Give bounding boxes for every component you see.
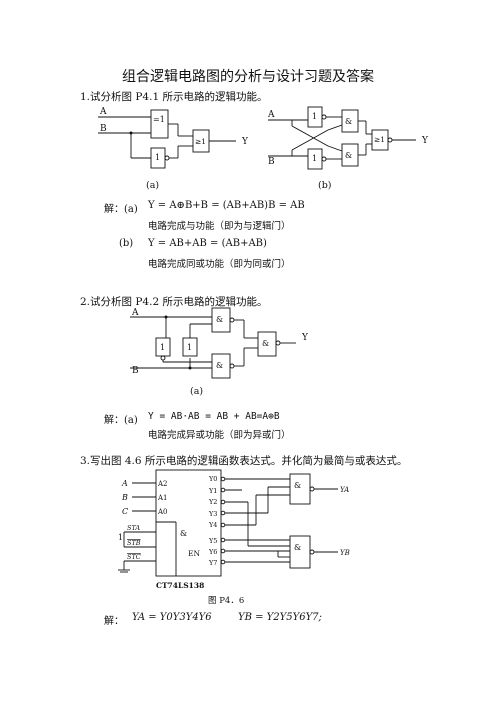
xor-gate-label: =1 bbox=[153, 115, 165, 124]
svg-text:Y4: Y4 bbox=[208, 521, 217, 529]
circuit-a-diagram: A B =1 1 ≥1 Y bbox=[98, 107, 249, 169]
svg-text:&: & bbox=[216, 315, 223, 324]
output-yb: YB bbox=[340, 549, 350, 557]
solution-a-description: 电路完成与功能（即为与逻辑门） bbox=[148, 221, 291, 232]
question-3-text: 3.写出图 4.6 所示电路的逻辑函数表达式。并化简为最简与或表达式。 bbox=[80, 455, 408, 467]
circuit-b-diagram: A B 1 1 & & ≥1 Y bbox=[267, 106, 429, 170]
svg-text:1: 1 bbox=[312, 154, 317, 163]
svg-text:Y5: Y5 bbox=[208, 537, 217, 545]
svg-text:STB: STB bbox=[127, 539, 141, 547]
figure-label-a: (a) bbox=[146, 180, 160, 191]
svg-text:A2: A2 bbox=[157, 480, 168, 488]
decoder-chip bbox=[155, 469, 222, 577]
decoder-input-b: B bbox=[121, 493, 128, 502]
p42-output-y: Y bbox=[301, 333, 309, 343]
svg-text:STA: STA bbox=[127, 524, 140, 532]
circuit-a-input-b: B bbox=[100, 124, 107, 134]
svg-text:Y3: Y3 bbox=[208, 510, 217, 518]
page-title: 组合逻辑电路图的分析与设计习题及答案 bbox=[122, 69, 374, 85]
solution-q2-description: 电路完成异或功能（即为异或门） bbox=[148, 430, 291, 441]
nand-gate-yb bbox=[289, 535, 311, 569]
question-2-text: 2.试分析图 P4.2 所示电路的逻辑功能。 bbox=[80, 296, 268, 308]
solution-b-description: 电路完成同或功能（即为同或门） bbox=[148, 259, 291, 270]
svg-text:&: & bbox=[262, 339, 269, 348]
output-ya: YA bbox=[340, 486, 349, 494]
solution-b-formula: Y = AB+AB = (AB+AB) bbox=[148, 238, 267, 249]
svg-text:A1: A1 bbox=[157, 494, 168, 502]
solution-yb-formula: YB = Y2Y5Y6Y7; bbox=[238, 612, 322, 623]
decoder-enable: EN bbox=[188, 549, 200, 558]
circuit-p42-diagram: A B 1 1 & & & Y bbox=[130, 307, 309, 379]
svg-text:1: 1 bbox=[187, 343, 192, 352]
svg-text:1: 1 bbox=[160, 343, 165, 352]
p42-input-a: A bbox=[131, 308, 139, 318]
decoder-input-c: C bbox=[122, 507, 128, 516]
solution-prefix-q3: 解： bbox=[104, 616, 124, 627]
solution-b-label: (b) bbox=[119, 238, 134, 249]
figure-p42-label: (a) bbox=[190, 386, 204, 397]
solution-a-formula: Y = A⊕B+B = (AB+AB)B = AB bbox=[148, 200, 305, 211]
not-gate-label: 1 bbox=[155, 153, 160, 162]
svg-text:Y2: Y2 bbox=[208, 498, 217, 506]
svg-text:Y6: Y6 bbox=[208, 548, 217, 556]
svg-text:&: & bbox=[345, 151, 352, 160]
svg-text:&: & bbox=[216, 361, 223, 370]
circuit-b-input-a: A bbox=[267, 110, 275, 120]
circuit-a-output-y: Y bbox=[241, 137, 249, 147]
svg-text:STC: STC bbox=[127, 553, 141, 561]
svg-text:Y7: Y7 bbox=[208, 559, 217, 567]
question-1-text: 1.试分析图 P4.1 所示电路的逻辑功能。 bbox=[80, 91, 268, 103]
svg-text:1: 1 bbox=[118, 533, 123, 542]
or-gate-label: ≥1 bbox=[195, 137, 206, 146]
p42-input-b: B bbox=[132, 366, 139, 376]
svg-text:&: & bbox=[294, 481, 301, 490]
svg-text:Y0: Y0 bbox=[208, 475, 217, 483]
decoder-chip-name: CT74LS138 bbox=[156, 581, 204, 590]
solution-prefix-q1: 解：(a) bbox=[104, 204, 138, 215]
svg-text:Y1: Y1 bbox=[208, 487, 217, 495]
solution-ya-formula: YA = Y0Y3Y4Y6 bbox=[132, 612, 212, 623]
svg-text:1: 1 bbox=[312, 112, 317, 121]
svg-text:&: & bbox=[294, 543, 301, 552]
svg-text:≥1: ≥1 bbox=[374, 135, 385, 144]
circuit-a-input-a: A bbox=[99, 107, 107, 117]
circuit-b-output-y: Y bbox=[421, 136, 429, 146]
figure-label-b: (b) bbox=[318, 180, 332, 191]
svg-text:A0: A0 bbox=[157, 508, 168, 516]
svg-text:&: & bbox=[345, 117, 352, 126]
svg-text:&: & bbox=[180, 529, 187, 538]
circuit-b-input-b: B bbox=[268, 157, 275, 167]
solution-prefix-q2: 解：(a) bbox=[104, 415, 138, 426]
figure-p46-label: 图 P4．6 bbox=[208, 596, 245, 606]
solution-q2-formula: Y = AB·AB = AB + AB=A⊕B bbox=[148, 411, 280, 422]
decoder-circuit-diagram: A B C A2 A1 A0 & EN 1 STA STB STC CT74LS… bbox=[118, 469, 350, 590]
decoder-input-a: A bbox=[121, 479, 128, 488]
